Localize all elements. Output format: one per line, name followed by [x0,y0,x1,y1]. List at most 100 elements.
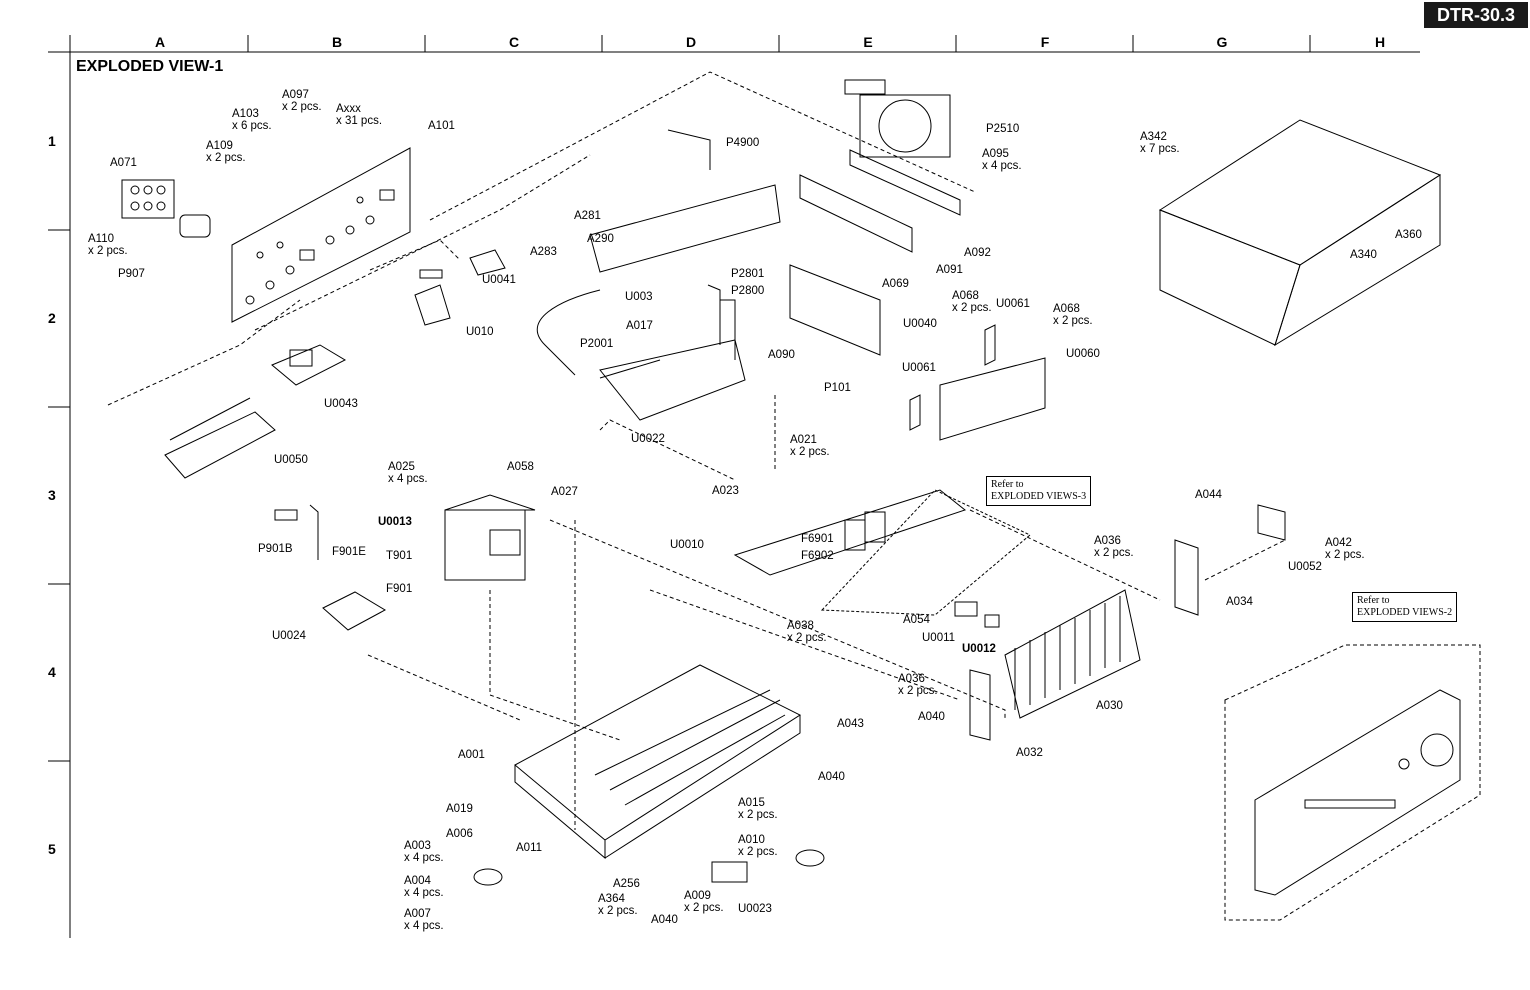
bracket-a034 [1174,539,1199,616]
part-qty: x 2 pcs. [206,152,246,164]
part-label: U0050 [274,454,308,466]
part-id: A007 [404,908,431,920]
part-id: A019 [446,803,473,815]
part-id: U0013 [378,516,412,528]
part-label: U0061 [996,298,1030,310]
board-u0040 [789,264,881,356]
part-id: A091 [936,264,963,276]
part-id: A030 [1096,700,1123,712]
part-label: A360 [1395,229,1422,241]
part-label: A032 [1016,747,1043,759]
part-label: A027 [551,486,578,498]
chassis-a001 [514,664,802,860]
part-qty: x 2 pcs. [738,846,778,858]
column-label: F [1040,34,1050,50]
bracket-a032 [969,669,991,741]
dashed-leaders [107,71,1286,830]
column-label: G [1216,34,1228,50]
part-label: A040 [651,914,678,926]
part-id: A040 [918,711,945,723]
column-label: A [154,34,166,50]
part-id: A015 [738,797,765,809]
row-label: 2 [48,310,56,326]
part-label: P907 [118,268,145,280]
part-id: A010 [738,834,765,846]
part-label: A030 [1096,700,1123,712]
board-u0023 [711,861,748,883]
part-id: A036 [898,673,925,685]
part-label: A101 [428,120,455,132]
part-id: A004 [404,875,431,887]
board-u003 [536,184,781,376]
part-label: A006 [446,828,473,840]
part-label: U0041 [482,274,516,286]
part-label: A043 [837,718,864,730]
part-label: A040 [918,711,945,723]
part-id: A256 [613,878,640,890]
flat-cables [599,129,736,379]
rear-panel-a101 [231,147,411,323]
column-label: C [508,34,520,50]
part-id: A340 [1350,249,1377,261]
part-id: P2001 [580,338,614,350]
part-id: A068 [952,290,979,302]
part-id: A071 [110,157,137,169]
part-qty: x 7 pcs. [1140,143,1180,155]
front-panel [1254,689,1461,896]
fan-p2510 [844,79,951,158]
column-label: H [1374,34,1386,50]
part-label: U0024 [272,630,306,642]
part-id: A290 [587,233,614,245]
part-id: U0043 [324,398,358,410]
refer-box-line: EXPLODED VIEWS-2 [1357,607,1453,618]
part-label: A034 [1226,596,1253,608]
refer-box-line: EXPLODED VIEWS-3 [991,491,1087,502]
part-id: A036 [1094,535,1121,547]
part-id: A017 [626,320,653,332]
part-label: P901B [258,543,293,555]
part-id: A025 [388,461,415,473]
part-label: U0010 [670,539,704,551]
part-qty: x 6 pcs. [232,120,272,132]
part-id: A281 [574,210,601,222]
refer-box-outline [820,489,1031,616]
board-u0050 [164,397,276,479]
part-qty: x 2 pcs. [598,905,638,917]
part-qty: x 2 pcs. [787,632,827,644]
part-id: F901E [332,546,366,558]
part-id: T901 [386,550,413,562]
ac-inlet-a110 [179,214,211,238]
part-qty: x 2 pcs. [952,302,992,314]
part-label: F6901 [801,533,834,545]
part-id: A058 [507,461,534,473]
part-qty: x 2 pcs. [1094,547,1134,559]
refer-box-views-2: Refer to EXPLODED VIEWS-2 [1352,592,1458,622]
part-qty: x 2 pcs. [790,446,830,458]
row-dividers [48,229,70,762]
part-id: F6901 [801,533,834,545]
part-label: A281 [574,210,601,222]
part-id: A069 [882,278,909,290]
bracket-u0052 [1257,504,1286,541]
part-label: A019 [446,803,473,815]
part-id: U0040 [903,318,937,330]
part-id: U0012 [962,643,996,655]
model-badge: DTR-30.3 [1424,2,1528,28]
terminal-a071 [121,179,175,219]
part-id: U0010 [670,539,704,551]
column-label: D [685,34,697,50]
part-id: U0061 [902,362,936,374]
